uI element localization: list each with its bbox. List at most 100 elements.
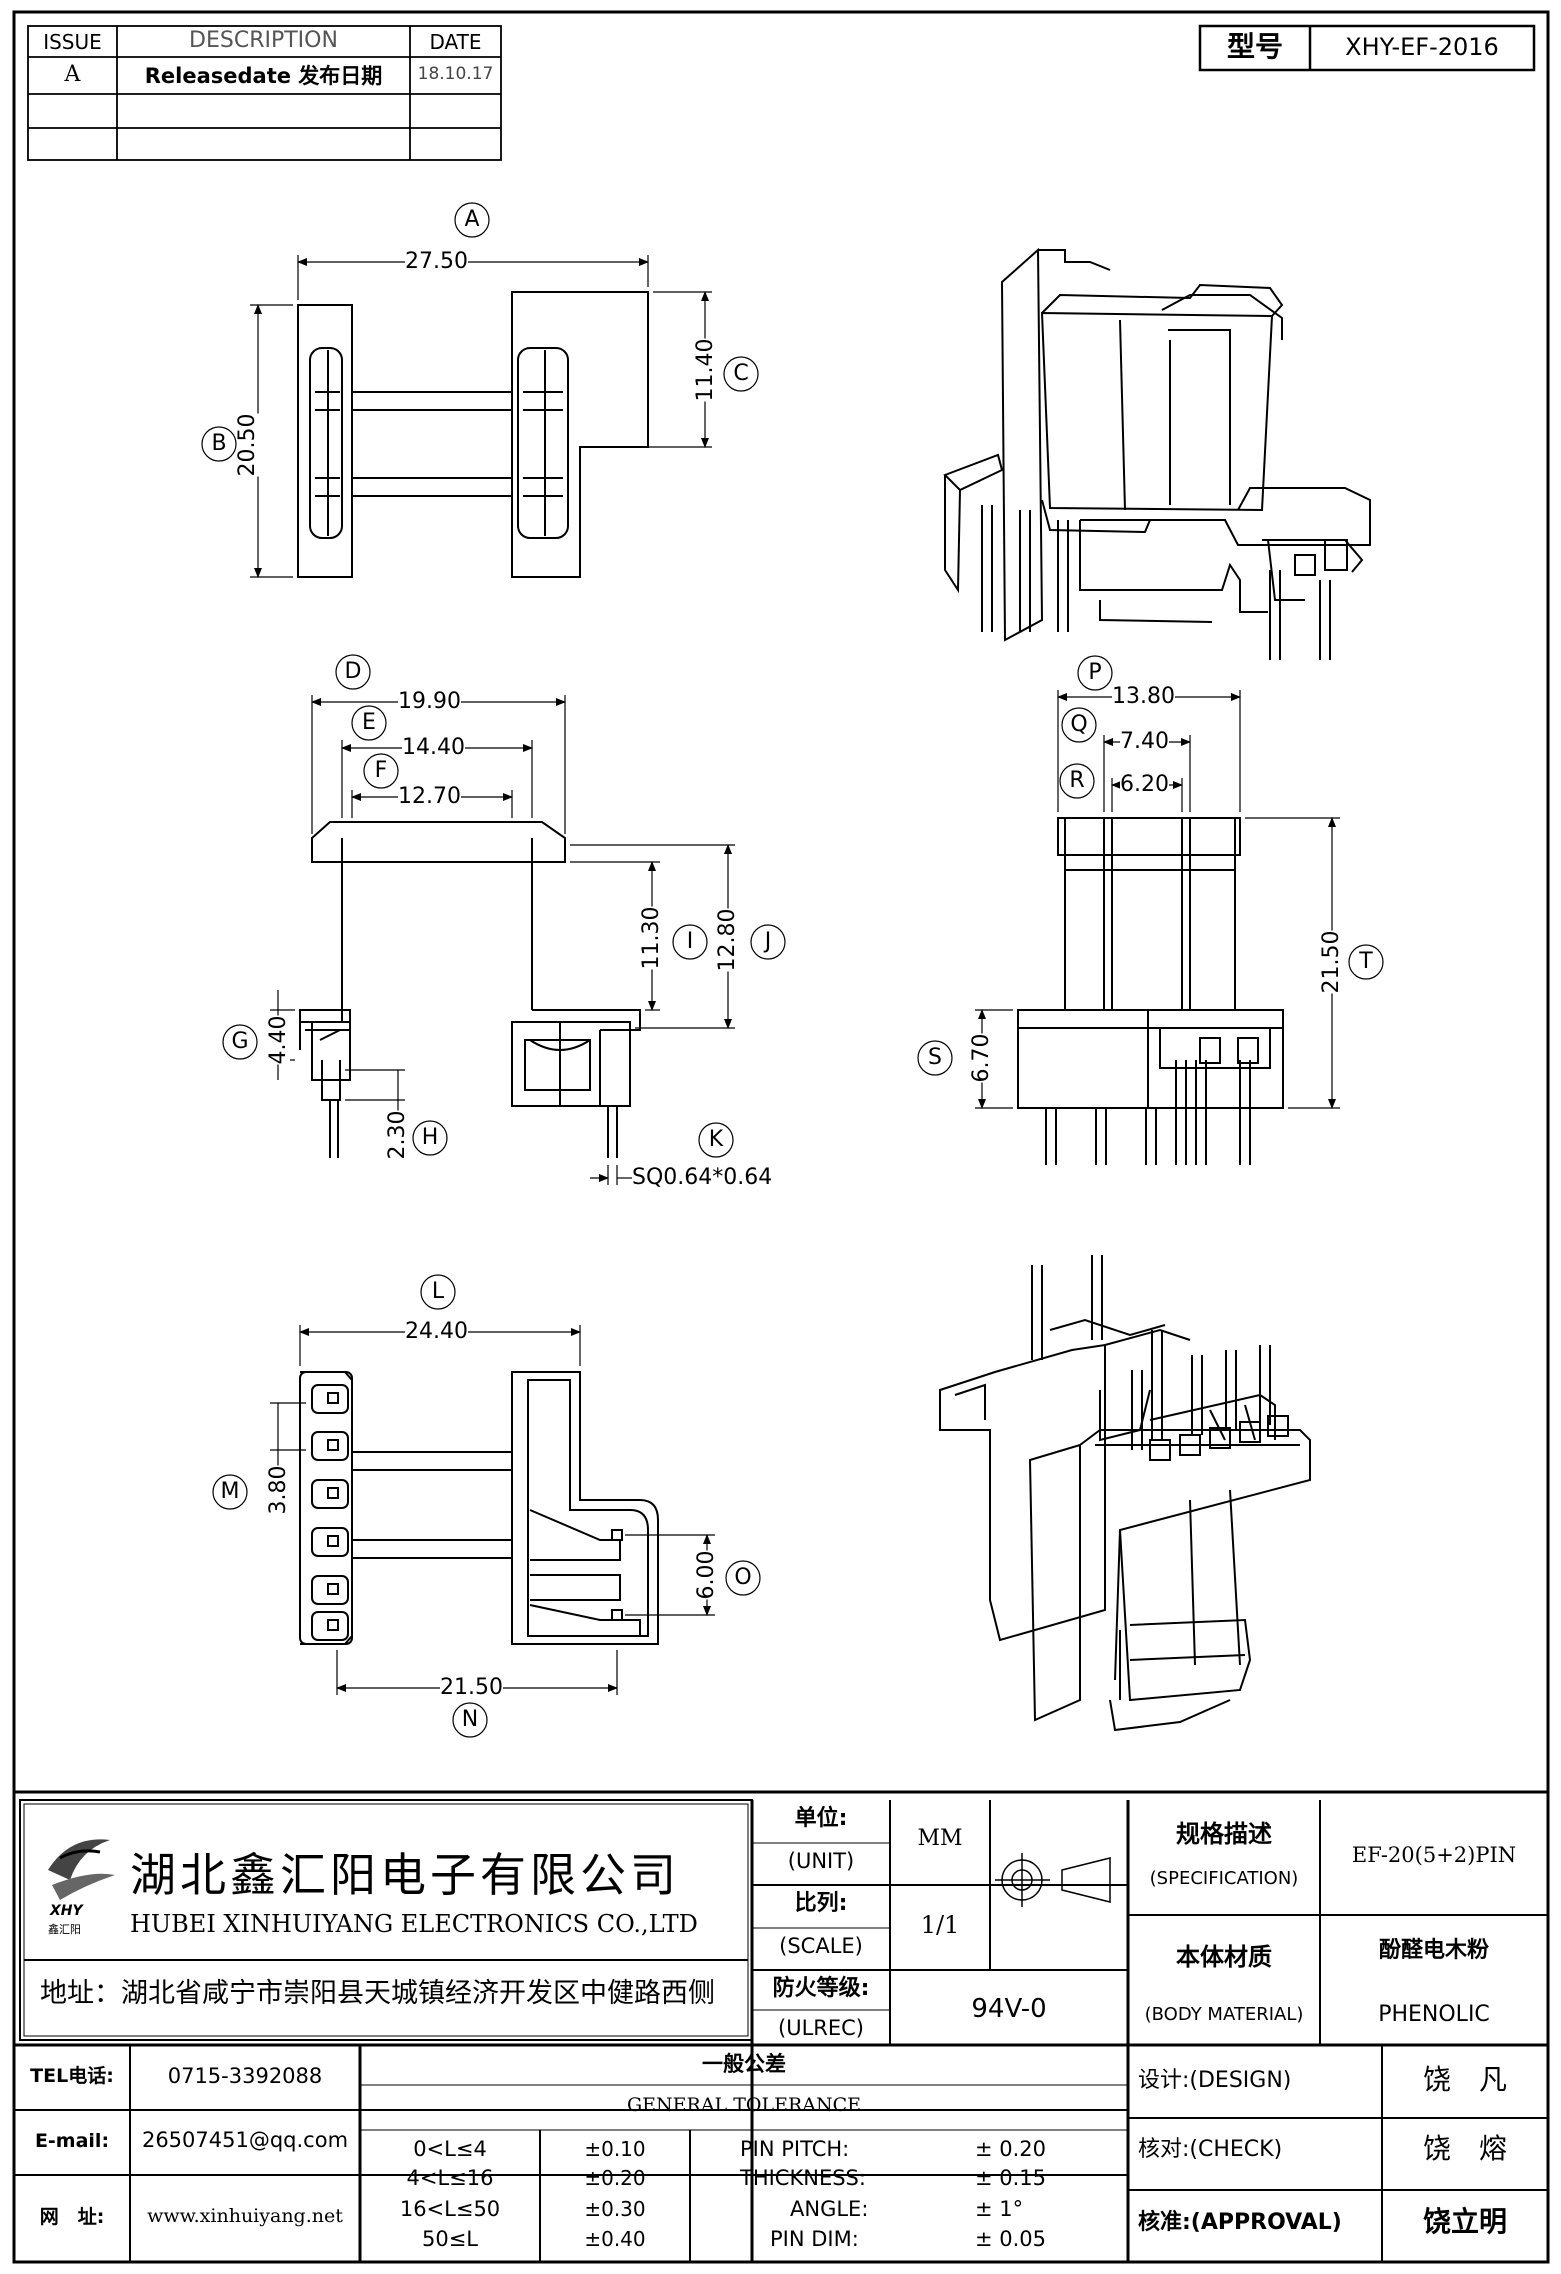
material-label-cn: 本体材质	[1176, 1943, 1272, 1971]
material-value-en: PHENOLIC	[1378, 2002, 1490, 2027]
dim-value-E: 14.40	[402, 735, 465, 760]
company-address: 地址：湖北省咸宁市崇阳县天城镇经济开发区中健路西侧	[40, 1978, 715, 2009]
unit-label-en: (UNIT)	[787, 1849, 855, 1873]
tel-label: TEL电话:	[30, 2065, 114, 2087]
isometric-view-top-pins	[981, 505, 1331, 660]
callout-circle-Q	[1061, 707, 1097, 743]
dim-value-M: 3.80	[266, 1465, 291, 1515]
callout-letter-G: G	[231, 1029, 249, 1054]
callout-circle-H	[412, 1120, 448, 1156]
callout-letter-A: A	[464, 207, 480, 232]
callout-letter-Q: Q	[1070, 712, 1088, 737]
front-view	[299, 821, 641, 1107]
tel-value: 0715-3392088	[167, 2064, 323, 2088]
callout-circle-G	[222, 1024, 258, 1060]
isometric-view-bottom	[939, 1318, 1311, 1732]
model-label: 型号	[1226, 30, 1283, 63]
callout-circle-E	[351, 705, 387, 741]
material-value-cn: 酚醛电木粉	[1378, 1938, 1489, 1963]
callout-circle-K	[698, 1122, 734, 1158]
callout-letter-M: M	[220, 1479, 240, 1504]
material-label-en: (BODY MATERIAL)	[1144, 2004, 1304, 2025]
callout-letter-H: H	[421, 1125, 439, 1150]
company-name-en: HUBEI XINHUIYANG ELECTRONICS CO.,LTD	[130, 1910, 698, 1938]
dim-value-N: 21.50	[440, 1675, 503, 1700]
callout-circle-S	[917, 1040, 953, 1076]
scale-value: 1/1	[920, 1911, 960, 1939]
callout-letter-L: L	[431, 1279, 445, 1304]
callout-letter-C: C	[733, 361, 749, 386]
callout-letter-K: K	[708, 1127, 724, 1152]
tolerance-title-cn: 一般公差	[702, 2052, 786, 2076]
dim-value-F: 12.70	[398, 784, 461, 809]
email-label: E-mail:	[34, 2130, 110, 2152]
callout-letter-R: R	[1069, 768, 1085, 793]
rev-header-date: DATE	[429, 30, 482, 54]
bottom-view-dims	[212, 1274, 761, 1738]
callout-circle-B	[201, 426, 237, 462]
tolerance-range-3: 16<L≤50	[399, 2197, 501, 2221]
callout-letter-J: J	[764, 929, 772, 954]
logo-sub: 鑫汇阳	[48, 1923, 81, 1936]
isometric-view-top	[943, 247, 1371, 642]
top-view-dims	[201, 202, 759, 578]
dim-value-D: 19.90	[398, 689, 461, 714]
callout-circle-I	[672, 924, 708, 960]
tolerance-range-4: 50≤L	[421, 2227, 479, 2251]
rev-row1-issue: A	[64, 62, 81, 87]
tolerance-item-value-4: ± 0.05	[975, 2227, 1047, 2251]
rev-row1-description: Releasedate 发布日期	[144, 64, 383, 88]
callout-circle-R	[1059, 763, 1095, 799]
model-box-lines	[1198, 24, 1536, 72]
dim-value-C: 11.40	[693, 338, 718, 402]
logo-text: XHY	[50, 1903, 83, 1919]
dim-value-A: 27.50	[405, 249, 468, 274]
dim-value-I: 11.30	[639, 906, 664, 970]
callout-letter-E: E	[362, 710, 376, 735]
email-value[interactable]: 26507451@qq.com	[141, 2128, 349, 2152]
company-logo	[48, 1839, 115, 1900]
top-view	[297, 291, 649, 578]
projection-symbol	[995, 1853, 1111, 1907]
dim-value-H: 2.30	[385, 1110, 410, 1160]
dim-value-R: 6.20	[1120, 772, 1169, 797]
dim-value-P: 13.80	[1112, 684, 1175, 709]
design-label: 设计:(DESIGN)	[1138, 2068, 1292, 2093]
callout-letter-D: D	[344, 659, 362, 684]
callout-letter-F: F	[374, 758, 388, 783]
web-label: 网 址:	[39, 2206, 105, 2228]
isometric-view-bottom-pins	[1031, 1255, 1271, 1450]
bottom-view-pin-squares	[327, 1392, 339, 1631]
spec-value: EF-20(5+2)PIN	[1351, 1843, 1517, 1867]
unit-label-cn: 单位:	[794, 1806, 848, 1831]
dim-value-S: 6.70	[969, 1033, 994, 1083]
web-value[interactable]: www.xinhuiyang.net	[147, 2205, 343, 2227]
callout-circle-T	[1348, 944, 1384, 980]
check-label: 核对:(CHECK)	[1138, 2137, 1283, 2162]
dim-value-K: SQ0.64*0.64	[632, 1165, 773, 1190]
callout-circle-M	[212, 1474, 248, 1510]
tolerance-item-value-3: ± 1°	[975, 2197, 1024, 2221]
callout-circle-L	[420, 1274, 456, 1310]
bottom-view-pads	[311, 1384, 349, 1641]
tolerance-value-1: ±0.10	[584, 2137, 646, 2161]
dim-value-J: 12.80	[715, 908, 740, 972]
tolerance-title-en: GENERAL TOLERANCE	[626, 2094, 862, 2116]
check-name: 饶 熔	[1422, 2132, 1507, 2165]
callout-circle-J	[750, 924, 786, 960]
dim-value-T: 21.50	[1319, 930, 1344, 994]
design-name: 饶 凡	[1422, 2063, 1507, 2096]
callout-circle-N	[452, 1702, 488, 1738]
rev-row1-date: 18.10.17	[417, 64, 494, 84]
bottom-view	[299, 1371, 659, 1645]
tolerance-range-1: 0<L≤4	[413, 2137, 487, 2161]
front-view-dims	[222, 654, 786, 1185]
rev-header-description: DESCRIPTION	[189, 28, 338, 53]
callout-letter-B: B	[211, 431, 227, 456]
dim-value-L: 24.40	[405, 1319, 468, 1344]
front-view-pins	[329, 1100, 618, 1158]
model-value: XHY-EF-2016	[1345, 33, 1499, 61]
approval-name: 饶立明	[1422, 2205, 1507, 2238]
fire-label-en: (ULREC)	[778, 2016, 864, 2040]
